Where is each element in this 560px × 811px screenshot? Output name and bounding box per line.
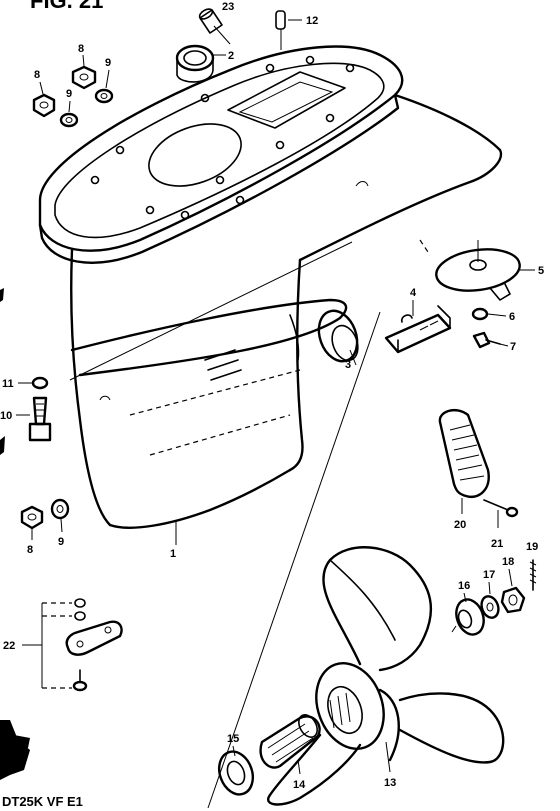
oil-seal-bearing (317, 309, 359, 366)
callout-7: 7 (510, 341, 516, 353)
callout-12: 12 (306, 15, 318, 27)
washer-11 (31, 376, 49, 390)
dowel-pin (275, 10, 286, 50)
bushing-part (198, 8, 231, 45)
callout-9-left: 9 (66, 88, 72, 100)
callout-17: 17 (483, 569, 495, 581)
callout-16: 16 (458, 580, 470, 592)
callout-19: 19 (526, 541, 538, 553)
thrust-washer-15 (217, 750, 255, 796)
zinc-anode (384, 305, 452, 354)
bracket-assembly-22 (41, 598, 123, 692)
figure-title: FIG. 21 (30, 0, 103, 13)
callout-9-lower: 9 (58, 536, 64, 548)
callout-22: 22 (3, 640, 15, 652)
cotter-pin-19 (529, 559, 537, 591)
callout-11: 11 (2, 378, 14, 390)
callout-14: 14 (293, 779, 306, 791)
callout-10: 10 (0, 410, 12, 422)
callout-8-upper: 8 (78, 43, 84, 55)
model-code: DT25K VF E1 (2, 794, 83, 809)
callout-6: 6 (509, 311, 515, 323)
washer-lower (50, 498, 70, 520)
scan-edge-artifact (0, 288, 30, 780)
rubber-pad-20 (438, 408, 490, 499)
washer-6 (471, 307, 489, 321)
washer-17 (480, 595, 500, 619)
callout-1: 1 (170, 548, 176, 560)
gear-case-housing (38, 45, 503, 529)
callout-13: 13 (384, 777, 396, 789)
prop-bushing-14 (259, 714, 321, 769)
spacer-16 (451, 598, 485, 636)
bolt-10 (28, 396, 52, 442)
bolt-7 (472, 331, 501, 349)
callout-8-left: 8 (34, 69, 40, 81)
trim-tab (435, 240, 521, 301)
propeller (267, 546, 505, 806)
washer-left (59, 112, 79, 128)
callout-15: 15 (227, 733, 239, 745)
nut-upper (71, 65, 97, 90)
callout-23: 23 (222, 1, 234, 13)
callout-3: 3 (345, 359, 351, 371)
callout-20: 20 (454, 519, 466, 531)
screw-21 (483, 499, 519, 518)
callout-8-lower: 8 (27, 544, 33, 556)
callout-5: 5 (538, 265, 544, 277)
nut-lower (20, 505, 44, 530)
callout-21: 21 (491, 538, 503, 550)
callout-2: 2 (228, 50, 234, 62)
washer-upper (94, 88, 114, 104)
nut-left (32, 93, 56, 118)
callout-9-upper: 9 (105, 57, 111, 69)
callout-18: 18 (502, 556, 514, 568)
nut-18 (500, 586, 526, 614)
needle-bearing (175, 44, 215, 83)
callout-4: 4 (410, 287, 417, 299)
